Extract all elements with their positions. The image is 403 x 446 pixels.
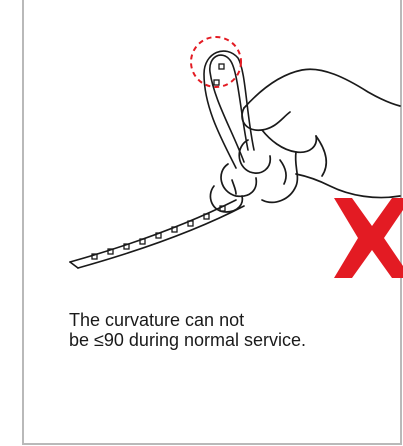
- caption-line-2: be ≤90 during normal service.: [69, 330, 389, 350]
- folded-chips: [214, 64, 224, 85]
- caption-line-1: The curvature can not: [69, 310, 389, 330]
- cross-icon: [334, 198, 403, 278]
- caption: The curvature can not be ≤90 during norm…: [69, 310, 389, 350]
- bend-illustration: [0, 0, 403, 290]
- led-chips: [92, 206, 225, 259]
- folded-strip: [204, 51, 254, 168]
